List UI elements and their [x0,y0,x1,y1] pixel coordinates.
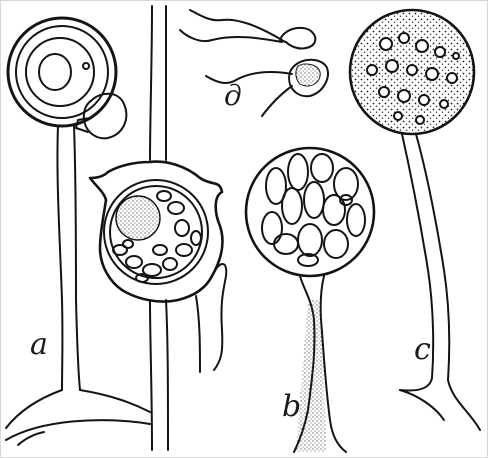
figure-b-structure [246,148,374,452]
figure-c-structure [350,10,480,430]
label-d: д [224,82,242,110]
spiny-cell [90,162,226,372]
label-b: b [282,392,301,422]
figure-d-zoospores [180,10,328,116]
label-c: c [414,335,431,365]
label-a: a [30,330,48,360]
